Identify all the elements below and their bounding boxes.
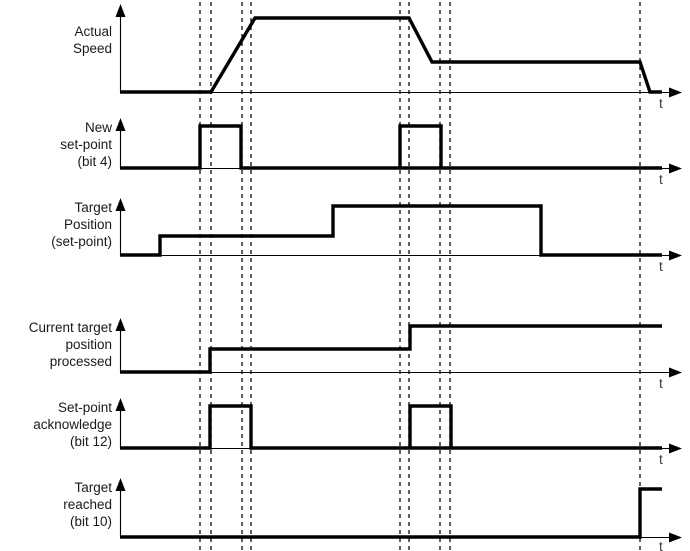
waveform-set-point-acknowledge [120,404,662,450]
y-axis-arrow-target-position [115,198,126,211]
signal-label-set-point-ack-line1: Set-point [58,400,112,415]
y-axis-arrow-target-reached [115,478,126,491]
signal-label-actual-speed-line2: Speed [73,41,112,56]
waveform-new-set-point-pulse2 [398,124,443,168]
signal-label-current-target-line3: processed [50,354,112,369]
signal-label-target-position-line3: (set-point) [51,234,112,249]
signal-label-target-position-line2: Position [64,217,112,232]
waveform-new-set-point [120,124,662,170]
dashed-time-markers [199,2,641,551]
waveform-target-position [120,204,662,257]
signal-label-set-point-ack-line2: acknowledge [33,417,112,432]
signal-set-point-acknowledge: Set-point acknowledge (bit 12) t [33,398,682,467]
signal-label-current-target-line2: position [65,337,112,352]
x-axis-label-actual-speed: t [659,96,663,111]
signal-label-actual-speed-line1: Actual [74,24,112,39]
x-axis-arrow-target-reached [669,532,682,543]
x-axis-arrow-actual-speed [669,87,682,98]
x-axis-arrow-new-set-point [669,163,682,174]
signal-actual-speed: Actual Speed t [73,4,682,111]
x-axis-arrow-current-target [669,367,682,378]
x-axis-label-target-position: t [659,259,663,274]
signal-target-position: Target Position (set-point) t [51,198,682,274]
y-axis-arrow-set-point-ack [115,398,126,411]
signal-label-new-set-point-line1: New [85,120,112,135]
waveform-target-reached [120,487,662,539]
signal-label-new-set-point-line3: (bit 4) [77,154,112,169]
x-axis-arrow-set-point-ack [669,443,682,454]
signal-label-target-reached-line2: reached [63,497,112,512]
waveform-current-target-position-processed [120,324,662,374]
signal-new-set-point: New set-point (bit 4) t [60,118,682,187]
signal-target-reached: Target reached (bit 10) t [63,478,682,551]
y-axis-arrow-current-target [115,318,126,331]
x-axis-label-current-target: t [659,376,663,391]
waveform-actual-speed [120,16,662,94]
y-axis-arrow-actual-speed [115,4,126,17]
signal-label-target-reached-line3: (bit 10) [70,514,112,529]
signal-label-current-target-line1: Current target [29,320,113,335]
signal-label-new-set-point-line2: set-point [60,137,112,152]
signal-label-set-point-ack-line3: (bit 12) [70,434,112,449]
signal-current-target-position-processed: Current target position processed t [29,318,682,391]
y-axis-arrow-new-set-point [115,118,126,131]
signal-label-target-position-line1: Target [74,200,112,215]
waveform-set-point-acknowledge-pulse2 [408,404,453,448]
x-axis-label-target-reached: t [659,539,663,551]
signal-label-target-reached-line1: Target [74,480,112,495]
x-axis-label-new-set-point: t [659,172,663,187]
x-axis-arrow-target-position [669,250,682,261]
x-axis-label-set-point-ack: t [659,452,663,467]
